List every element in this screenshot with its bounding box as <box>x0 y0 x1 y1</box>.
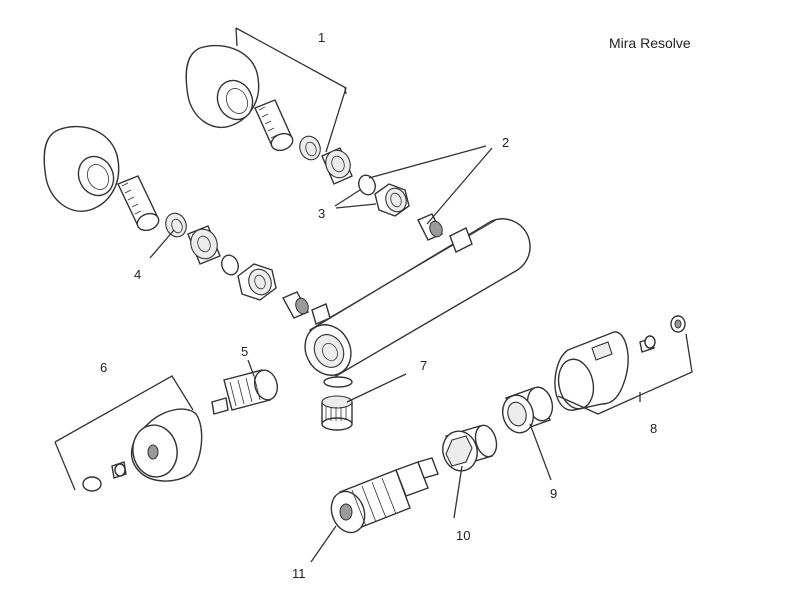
upper-elbow-fitting <box>254 99 294 152</box>
callout-7: 7 <box>420 358 427 373</box>
leader-11 <box>310 525 337 563</box>
callout-2: 2 <box>502 135 509 150</box>
handle-cap <box>670 315 686 333</box>
leader-6 <box>54 375 194 491</box>
lower-washer <box>165 212 187 238</box>
diagram-title: Mira Resolve <box>609 35 691 51</box>
callout-6: 6 <box>100 360 107 375</box>
temperature-handle <box>554 331 629 411</box>
callout-9: 9 <box>550 486 557 501</box>
knob-cap <box>82 476 102 492</box>
outlet-o-ring <box>323 376 353 388</box>
upper-washer <box>299 135 321 161</box>
leader-10 <box>453 465 463 519</box>
upper-o-ring <box>358 174 376 196</box>
callout-10: 10 <box>456 528 470 543</box>
leader-5 <box>247 359 255 377</box>
leader-4 <box>149 229 175 259</box>
leader-8 <box>557 333 693 415</box>
flow-control-knob <box>130 408 203 482</box>
callout-4: 4 <box>134 267 141 282</box>
lower-filter <box>282 291 309 319</box>
leader-lines <box>54 27 693 563</box>
lower-nut <box>237 263 277 301</box>
leader-3 <box>334 189 377 209</box>
flow-cartridge <box>211 369 279 415</box>
thermostatic-cartridge <box>330 457 439 534</box>
leader-2 <box>368 145 493 225</box>
callout-5: 5 <box>241 344 248 359</box>
callout-8: 8 <box>650 421 657 436</box>
upper-nut <box>374 183 410 217</box>
callout-labels: 1 2 3 4 5 6 7 8 9 10 11 <box>100 30 657 581</box>
upper-wall-shroud <box>185 44 260 128</box>
leader-7 <box>346 373 407 403</box>
leader-9 <box>529 423 552 481</box>
lower-elbow-fitting <box>117 175 160 232</box>
knob-screw <box>111 461 127 479</box>
upper-adaptor <box>321 147 353 185</box>
callout-11: 11 <box>292 566 306 581</box>
outlet-fitting <box>321 395 353 431</box>
lower-adaptor <box>187 225 221 265</box>
upper-filter <box>417 213 443 241</box>
leader-1 <box>235 27 347 153</box>
retaining-nut <box>442 424 498 472</box>
splined-adaptor <box>501 386 554 434</box>
mixer-valve-body <box>304 218 531 377</box>
handle-screw <box>639 335 656 353</box>
lower-wall-shroud <box>43 125 120 212</box>
callout-1: 1 <box>318 30 325 45</box>
callout-3: 3 <box>318 206 325 221</box>
lower-o-ring <box>221 254 239 276</box>
